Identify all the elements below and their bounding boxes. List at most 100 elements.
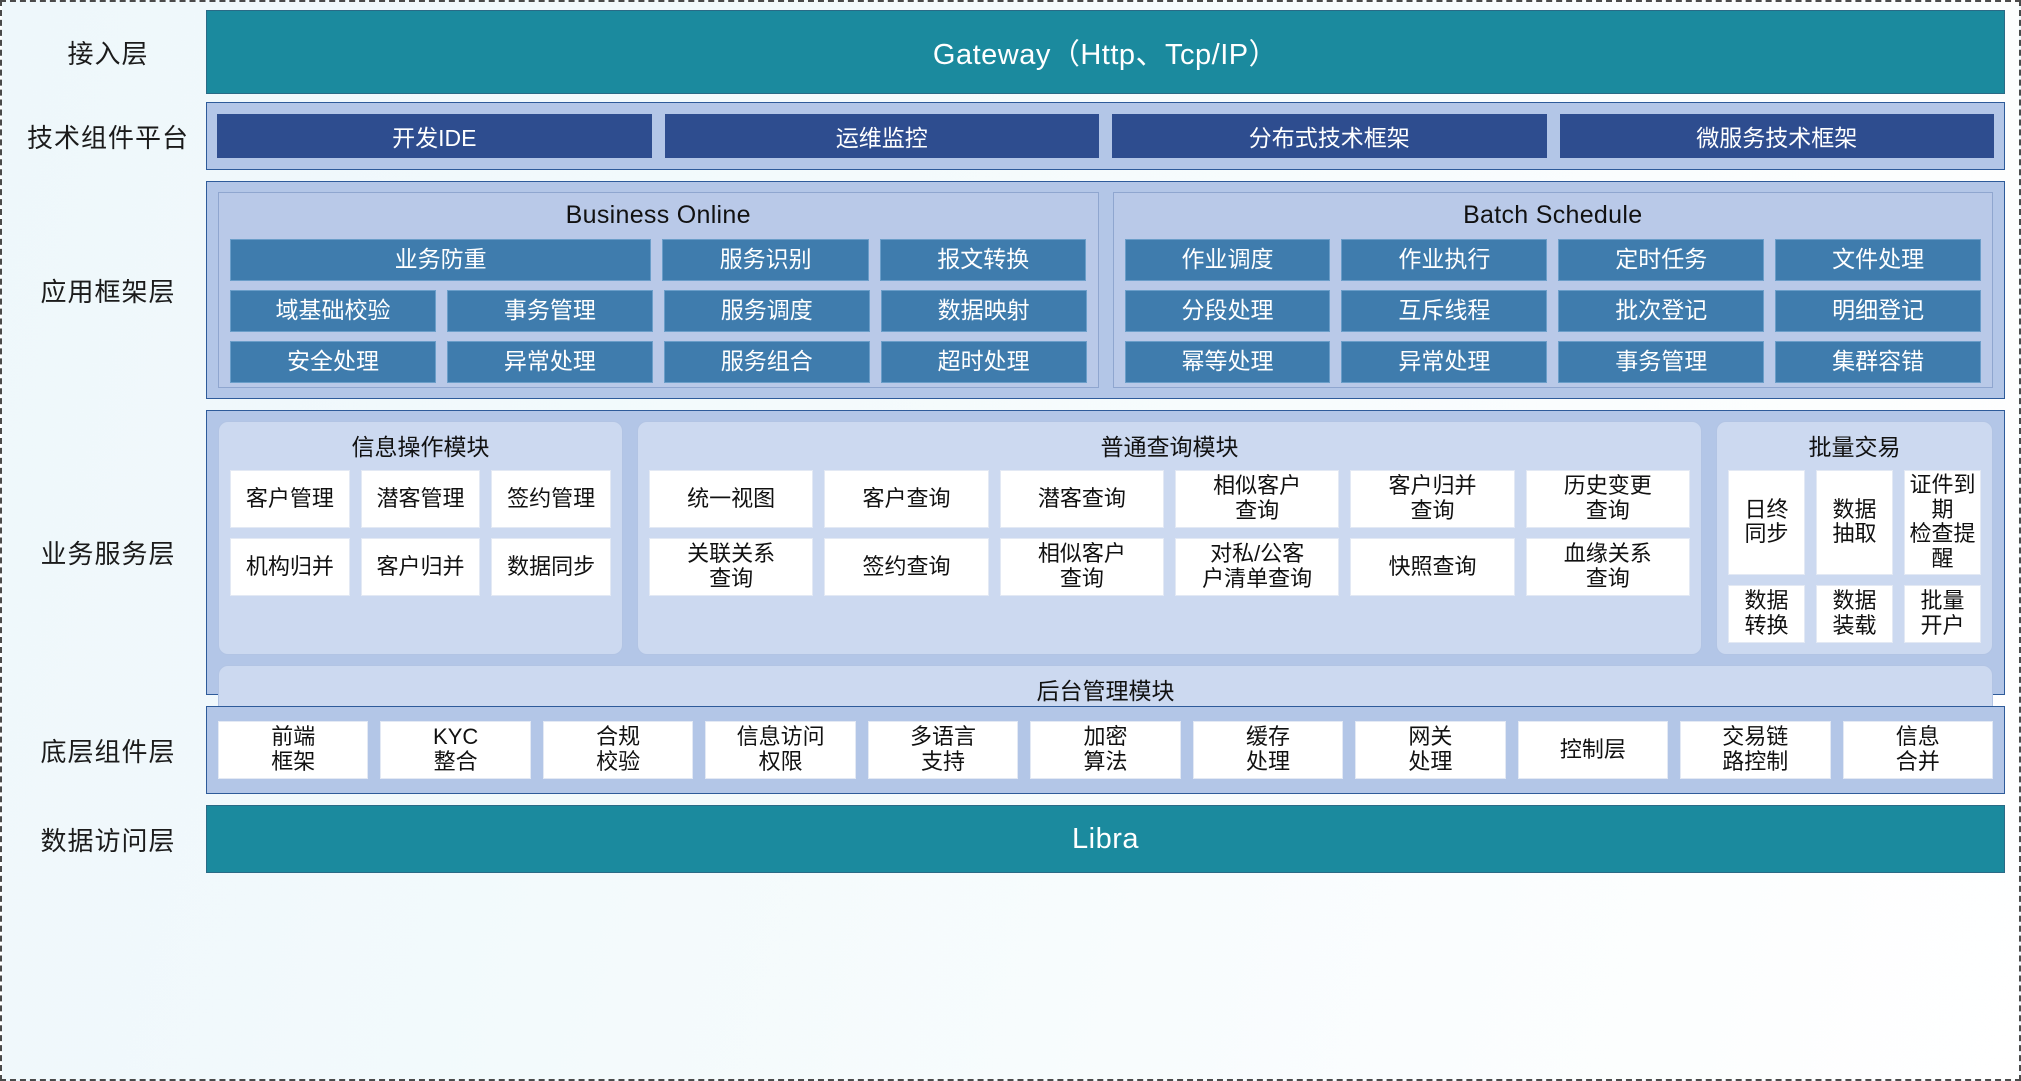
bo-row-3: 安全处理 异常处理 服务组合 超时处理	[230, 341, 1087, 383]
bo-row-2: 域基础校验 事务管理 服务调度 数据映射	[230, 290, 1087, 332]
info-cell-jggb[interactable]: 机构归并	[230, 538, 350, 596]
bo-chip-swgl[interactable]: 事务管理	[446, 290, 653, 332]
comp-cell-xxhb[interactable]: 信息合并	[1842, 721, 1993, 779]
bo-chip-fwdd[interactable]: 服务调度	[663, 290, 870, 332]
query-cell-khcx[interactable]: 客户查询	[824, 470, 989, 528]
bs-chip-hcxc[interactable]: 互斥线程	[1341, 290, 1548, 332]
gateway-bar: Gateway（Http、Tcp/IP）	[206, 10, 2005, 94]
module-title-info-operation: 信息操作模块	[351, 434, 490, 460]
module-common-query: 普通查询模块 统一视图 客户查询 潜客查询 相似客户查询 客户归并查询 历史变更…	[637, 421, 1702, 655]
bo-chip-yjcjy[interactable]: 域基础校验	[230, 290, 436, 332]
bo-chip-fwzh[interactable]: 服务组合	[663, 341, 870, 383]
info-cell-khgb[interactable]: 客户归并	[360, 538, 481, 596]
batch-row-1: 日终同步 数据抽取 证件到期检查提醒	[1728, 470, 1981, 575]
bs-chip-zydd[interactable]: 作业调度	[1124, 239, 1331, 281]
bo-chip-bwzh[interactable]: 报文转换	[879, 239, 1087, 281]
batch-cell-sjzz[interactable]: 数据装载	[1816, 584, 1893, 643]
spacer	[10, 794, 2005, 805]
bs-row-3: 幂等处理 异常处理 事务管理 集群容错	[1124, 341, 1981, 383]
layer-tech-platform: 技术组件平台 开发IDE 运维监控 分布式技术框架 微服务技术框架	[10, 102, 2005, 170]
bs-chip-jqrc[interactable]: 集群容错	[1775, 341, 1981, 383]
batch-cell-sjcq[interactable]: 数据抽取	[1816, 470, 1893, 575]
bs-chip-pcdj[interactable]: 批次登记	[1558, 290, 1765, 332]
module-info-operation: 信息操作模块 客户管理 潜客管理 签约管理 机构归并 客户归并 数据同步	[218, 421, 623, 655]
batch-cell-plkh[interactable]: 批量开户	[1904, 584, 1981, 643]
query-cell-qycx[interactable]: 签约查询	[824, 538, 989, 596]
info-row-1: 客户管理 潜客管理 签约管理	[230, 470, 612, 528]
query-row-1: 统一视图 客户查询 潜客查询 相似客户查询 客户归并查询 历史变更查询	[649, 470, 1690, 528]
spacer	[10, 399, 2005, 410]
comp-cell-dyyzc[interactable]: 多语言支持	[867, 721, 1019, 779]
tech-chip-distributed[interactable]: 分布式技术框架	[1112, 114, 1547, 158]
bo-chip-aqcl[interactable]: 安全处理	[230, 341, 436, 383]
bs-row-2: 分段处理 互斥线程 批次登记 明细登记	[1124, 290, 1981, 332]
panel-batch-schedule: Batch Schedule 作业调度 作业执行 定时任务 文件处理 分段处理 …	[1112, 192, 1993, 388]
bs-row-1: 作业调度 作业执行 定时任务 文件处理	[1124, 239, 1981, 281]
info-row-2: 机构归并 客户归并 数据同步	[230, 538, 612, 596]
info-cell-khgl[interactable]: 客户管理	[230, 470, 350, 528]
query-cell-khgbcx[interactable]: 客户归并查询	[1350, 470, 1515, 528]
module-title-admin-management: 后台管理模块	[1036, 677, 1175, 704]
tech-chip-microservice[interactable]: 微服务技术框架	[1559, 114, 1994, 158]
bs-chip-mdcl[interactable]: 幂等处理	[1124, 341, 1331, 383]
module-title-common-query: 普通查询模块	[1100, 434, 1239, 460]
bo-chip-yccl[interactable]: 异常处理	[446, 341, 653, 383]
query-cell-kzcx[interactable]: 快照查询	[1350, 538, 1515, 596]
module-batch-transaction: 批量交易 日终同步 数据抽取 证件到期检查提醒 数据转换 数据装载 批量开户	[1716, 421, 1993, 655]
layer-data-access: 数据访问层 Libra	[10, 805, 2005, 873]
batch-cell-zjdq[interactable]: 证件到期检查提醒	[1904, 470, 1981, 575]
query-cell-lsbgcx[interactable]: 历史变更查询	[1525, 470, 1690, 528]
bo-chip-ywfz[interactable]: 业务防重	[230, 239, 652, 281]
bo-chip-sjys[interactable]: 数据映射	[880, 290, 1087, 332]
layer-label-data-access: 数据访问层	[40, 825, 176, 856]
info-cell-qygl[interactable]: 签约管理	[491, 470, 612, 528]
info-cell-qkgl[interactable]: 潜客管理	[360, 470, 481, 528]
query-cell-xskhcx2[interactable]: 相似客户查询	[999, 538, 1164, 596]
comp-cell-kzc[interactable]: 控制层	[1517, 721, 1669, 779]
bs-chip-zyzx[interactable]: 作业执行	[1341, 239, 1548, 281]
query-cell-glgxcx[interactable]: 关联关系查询	[649, 538, 814, 596]
bs-chip-fdcl[interactable]: 分段处理	[1124, 290, 1331, 332]
batch-cell-rztb[interactable]: 日终同步	[1728, 470, 1805, 575]
info-cell-sjtb[interactable]: 数据同步	[491, 538, 612, 596]
tech-chip-ide[interactable]: 开发IDE	[217, 114, 652, 158]
business-service-band: 信息操作模块 客户管理 潜客管理 签约管理 机构归并 客户归并 数据同步	[206, 410, 2005, 784]
comp-cell-xxfwqx[interactable]: 信息访问权限	[705, 721, 856, 779]
bo-chip-cscl[interactable]: 超时处理	[880, 341, 1087, 383]
layer-label-tech-platform: 技术组件平台	[26, 122, 189, 153]
comp-cell-hgjy[interactable]: 合规校验	[542, 721, 694, 779]
batch-cell-sjzh[interactable]: 数据转换	[1728, 584, 1805, 643]
query-cell-xskhcx[interactable]: 相似客户查询	[1174, 470, 1340, 528]
query-cell-dsgkh[interactable]: 对私/公客户清单查询	[1174, 538, 1340, 596]
tech-chip-monitor[interactable]: 运维监控	[664, 114, 1099, 158]
comp-cell-wgcl[interactable]: 网关处理	[1355, 721, 1506, 779]
libra-bar: Libra	[206, 805, 2005, 873]
bs-chip-swgl[interactable]: 事务管理	[1558, 341, 1765, 383]
comp-cell-jmsf[interactable]: 加密算法	[1030, 721, 1181, 779]
tech-platform-band: 开发IDE 运维监控 分布式技术框架 微服务技术框架	[206, 102, 2005, 170]
layer-label-access: 接入层	[67, 38, 149, 69]
bs-chip-wjcl[interactable]: 文件处理	[1775, 239, 1981, 281]
layer-app-framework: 应用框架层 Business Online 业务防重 服务识别 报文转换	[10, 181, 2005, 399]
app-framework-band: Business Online 业务防重 服务识别 报文转换 域基础校验 事务管…	[206, 181, 2005, 399]
module-title-batch-transaction: 批量交易	[1808, 434, 1901, 460]
bs-chip-mxdj[interactable]: 明细登记	[1775, 290, 1981, 332]
panel-business-online: Business Online 业务防重 服务识别 报文转换 域基础校验 事务管…	[218, 192, 1099, 388]
bs-chip-yccl[interactable]: 异常处理	[1341, 341, 1548, 383]
query-row-2: 关联关系查询 签约查询 相似客户查询 对私/公客户清单查询 快照查询 血缘关系查…	[649, 538, 1690, 596]
spacer	[10, 170, 2005, 181]
panel-title-business-online: Business Online	[565, 201, 751, 229]
bs-chip-dsrw[interactable]: 定时任务	[1558, 239, 1765, 281]
comp-cell-hccl[interactable]: 缓存处理	[1192, 721, 1344, 779]
query-cell-qkcx[interactable]: 潜客查询	[999, 470, 1164, 528]
query-cell-tyst[interactable]: 统一视图	[649, 470, 814, 528]
comp-cell-qdkj[interactable]: 前端框架	[218, 721, 369, 779]
bo-chip-fwsb[interactable]: 服务识别	[662, 239, 869, 281]
comp-cell-jyllkz[interactable]: 交易链路控制	[1680, 721, 1831, 779]
spacer	[10, 695, 2005, 706]
layer-business-service: 业务服务层 信息操作模块 客户管理 潜客管理 签约管理	[10, 410, 2005, 784]
query-cell-xygxcx[interactable]: 血缘关系查询	[1525, 538, 1690, 596]
